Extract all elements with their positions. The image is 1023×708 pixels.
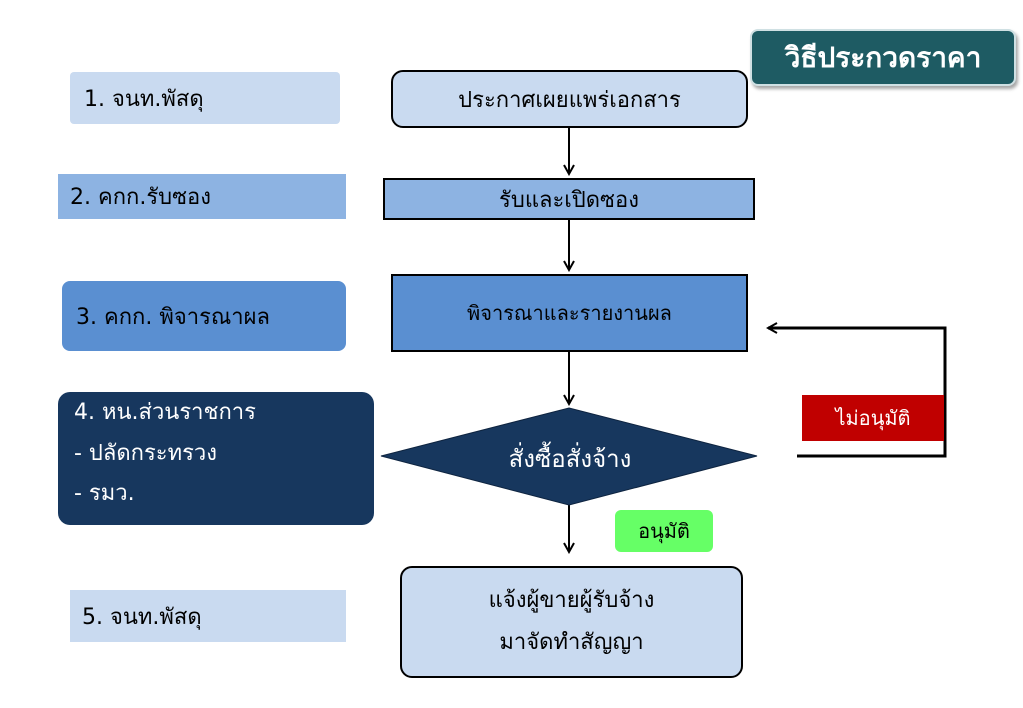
decision-diamond xyxy=(380,407,758,506)
role-label-5: 5. จนท.พัสดุ xyxy=(70,590,346,642)
method-title: วิธีประกวดราคา xyxy=(784,40,982,74)
role-2-text: 2. คกก.รับซอง xyxy=(70,185,212,210)
step-receive-box: รับและเปิดซอง xyxy=(383,178,755,220)
reject-text: ไม่อนุมัติ xyxy=(835,406,911,430)
role-1-text: 1. จนท.พัสดุ xyxy=(84,86,204,112)
decision-label: สั่งซื้อสั่งจ้าง xyxy=(440,430,700,486)
role-4-line-2: - ปลัดกระทรวง xyxy=(74,441,218,466)
role-label-2: 2. คกก.รับซอง xyxy=(58,174,346,219)
role-3-text: 3. คกก. พิจารณาผล xyxy=(76,304,271,330)
role-label-1: 1. จนท.พัสดุ xyxy=(70,72,340,124)
step-announce-text: ประกาศเผยแพร่เอกสาร xyxy=(458,87,681,113)
role-4-line-1: 4. หน.ส่วนราชการ xyxy=(74,400,256,425)
reject-loop-line xyxy=(768,328,947,458)
approve-badge: อนุมัติ xyxy=(615,510,713,552)
step-consider-text: พิจารณาและรายงานผล xyxy=(467,301,672,325)
decision-text: สั่งซื้อสั่งจ้าง xyxy=(508,444,632,473)
role-label-3: 3. คกก. พิจารณาผล xyxy=(62,281,346,351)
approve-text: อนุมัติ xyxy=(638,519,690,543)
role-4-line-3: - รมว. xyxy=(74,481,135,506)
step-consider-box: พิจารณาและรายงานผล xyxy=(391,274,748,352)
step-notify-line-2: มาจัดทำสัญญา xyxy=(499,630,644,655)
role-label-4: 4. หน.ส่วนราชการ - ปลัดกระทรวง - รมว. xyxy=(58,392,374,525)
step-notify-line-1: แจ้งผู้ขายผู้รับจ้าง xyxy=(488,588,655,613)
step-announce-box: ประกาศเผยแพร่เอกสาร xyxy=(391,70,748,128)
reject-badge: ไม่อนุมัติ xyxy=(802,395,944,441)
role-5-text: 5. จนท.พัสดุ xyxy=(82,604,202,630)
method-title-badge: วิธีประกวดราคา xyxy=(750,29,1016,86)
step-receive-text: รับและเปิดซอง xyxy=(499,187,639,213)
step-notify-box: แจ้งผู้ขายผู้รับจ้าง มาจัดทำสัญญา xyxy=(400,566,743,678)
